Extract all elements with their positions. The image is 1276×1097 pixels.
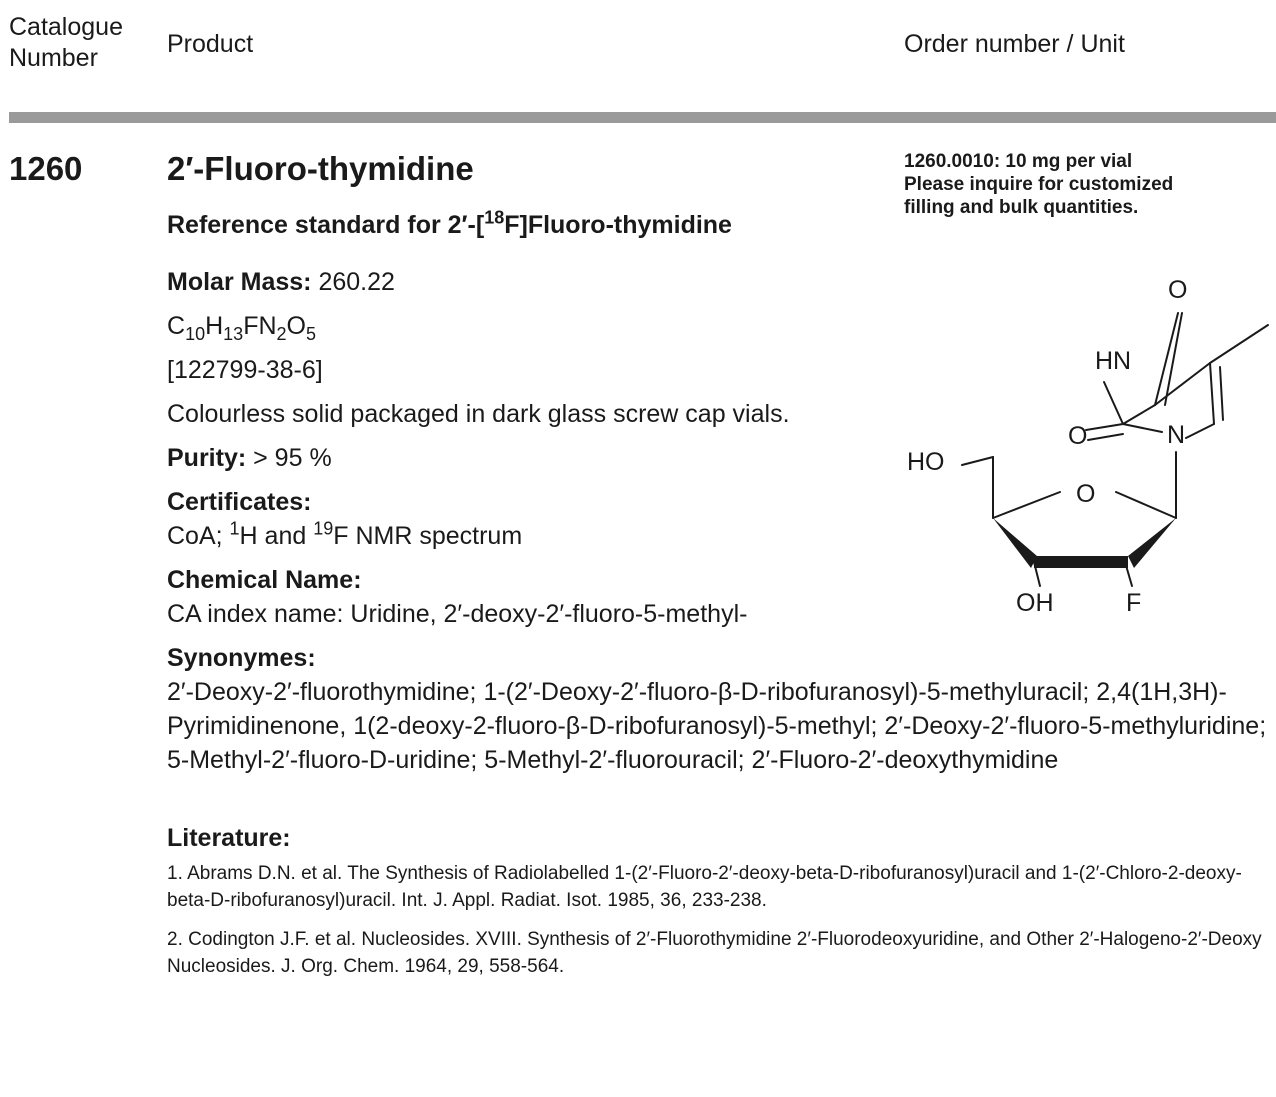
chemical-name-label: Chemical Name: xyxy=(167,566,362,594)
purity-label: Purity: xyxy=(167,444,247,472)
wedge-c3-c2 xyxy=(1034,556,1128,568)
atom-label-hn: HN xyxy=(1095,347,1131,375)
column-header-catalogue-number: Catalogue Number xyxy=(9,12,123,74)
molar-mass-label: Molar Mass: xyxy=(167,268,312,296)
order-line-1: 1260.0010: 10 mg per vial xyxy=(904,151,1133,172)
formula-h-count: 13 xyxy=(223,324,244,344)
formula-o-count: 5 xyxy=(305,324,316,344)
column-header-catalogue-line2: Number xyxy=(9,44,98,72)
bond-c2-o xyxy=(1085,423,1124,431)
synonyms: 2′-Deoxy-2′-fluorothymidine; 1-(2′-Deoxy… xyxy=(167,678,1267,774)
catalogue-number: 1260 xyxy=(9,150,83,187)
literature-item-1: 1. Abrams D.N. et al. The Synthesis of R… xyxy=(167,863,1242,911)
purity-value: > 95 % xyxy=(253,444,332,472)
formula-n-count: 2 xyxy=(276,324,287,344)
wedge-c1-c2 xyxy=(1128,518,1176,568)
order-line-3: filling and bulk quantities. xyxy=(904,197,1139,218)
literature-section: Literature: 1. Abrams D.N. et al. The Sy… xyxy=(167,822,1276,992)
formula-h: H xyxy=(205,312,224,340)
order-info: 1260.0010: 10 mg per vial Please inquire… xyxy=(904,150,1173,219)
literature-label: Literature: xyxy=(167,824,291,852)
atom-label-f: F xyxy=(1126,589,1141,617)
atom-label-n1: N xyxy=(1167,421,1185,449)
cas-number: [122799-38-6] xyxy=(167,356,323,384)
subtitle-isotope: 18 xyxy=(484,207,505,228)
order-line-2: Please inquire for customized xyxy=(904,174,1174,195)
cert-sup-19: 19 xyxy=(313,518,334,539)
atom-label-oh: OH xyxy=(1016,589,1054,617)
product-details: Molar Mass: 260.22 C10H13FN2O5 [122799-3… xyxy=(167,265,1272,777)
molecular-formula: C10H13FN2O5 xyxy=(167,309,1272,343)
column-header-order: Order number / Unit xyxy=(904,30,1125,58)
atom-label-o-carbonyl-2: O xyxy=(1068,422,1087,450)
column-header-catalogue-line1: Catalogue xyxy=(9,13,123,41)
atom-label-o-carbonyl: O xyxy=(1168,276,1187,304)
formula-c-count: 10 xyxy=(185,324,206,344)
chemical-structure: O HN O N HO O OH F xyxy=(907,276,1269,617)
column-header-product: Product xyxy=(167,30,254,58)
bond-c2-o-double xyxy=(1087,433,1124,441)
wedge-c4-c3 xyxy=(993,518,1037,568)
cert-pre: CoA; xyxy=(167,522,230,550)
certificates-value: CoA; 1H and 19F NMR spectrum xyxy=(167,519,1272,553)
cert-mid: H and xyxy=(239,522,314,550)
header-divider xyxy=(9,112,1276,123)
bond-c1-o4 xyxy=(1115,491,1177,519)
bond-methyl xyxy=(1209,324,1269,364)
wedge-bonds xyxy=(993,518,1176,568)
literature-item-2: 2. Codington J.F. et al. Nucleosides. XV… xyxy=(167,929,1262,977)
bond-c5-c6 xyxy=(1209,362,1215,425)
formula-fn: FN xyxy=(243,312,277,340)
product-subtitle: Reference standard for 2′-[18F]Fluoro-th… xyxy=(167,208,732,242)
molar-mass-value: 260.22 xyxy=(318,268,395,296)
bond-c4-o xyxy=(1154,312,1179,406)
bond-c5-c6-double xyxy=(1219,366,1224,421)
subtitle-pre: Reference standard for 2′-[ xyxy=(167,211,485,239)
bond-c2-n1 xyxy=(1122,423,1163,433)
bond-c4-o-double xyxy=(1164,312,1183,406)
subtitle-post: F]Fluoro-thymidine xyxy=(504,211,732,239)
purity: Purity: > 95 % xyxy=(167,441,1272,475)
bond-c5prime-o xyxy=(961,456,994,466)
bond-c6-n1 xyxy=(1185,423,1215,439)
atom-label-ho: HO xyxy=(907,448,945,476)
synonyms-label: Synonymes: xyxy=(167,644,316,672)
formula-c: C xyxy=(167,312,186,340)
certificates-label: Certificates: xyxy=(167,488,312,516)
cert-post: F NMR spectrum xyxy=(333,522,523,550)
molar-mass: Molar Mass: 260.22 xyxy=(167,265,1272,299)
bond-c4-c5 xyxy=(1154,362,1211,406)
formula-o: O xyxy=(286,312,306,340)
bond-n3-c2 xyxy=(1103,381,1124,425)
product-title: 2′-Fluoro-thymidine xyxy=(167,150,474,187)
chemical-name: CA index name: Uridine, 2′-deoxy-2′-fluo… xyxy=(167,600,748,628)
bond-n3-c4 xyxy=(1122,404,1156,425)
bond-o4-c4 xyxy=(992,491,1061,519)
cert-sup-1: 1 xyxy=(229,518,240,539)
atom-label-o-ring: O xyxy=(1076,480,1095,508)
description: Colourless solid packaged in dark glass … xyxy=(167,400,790,428)
